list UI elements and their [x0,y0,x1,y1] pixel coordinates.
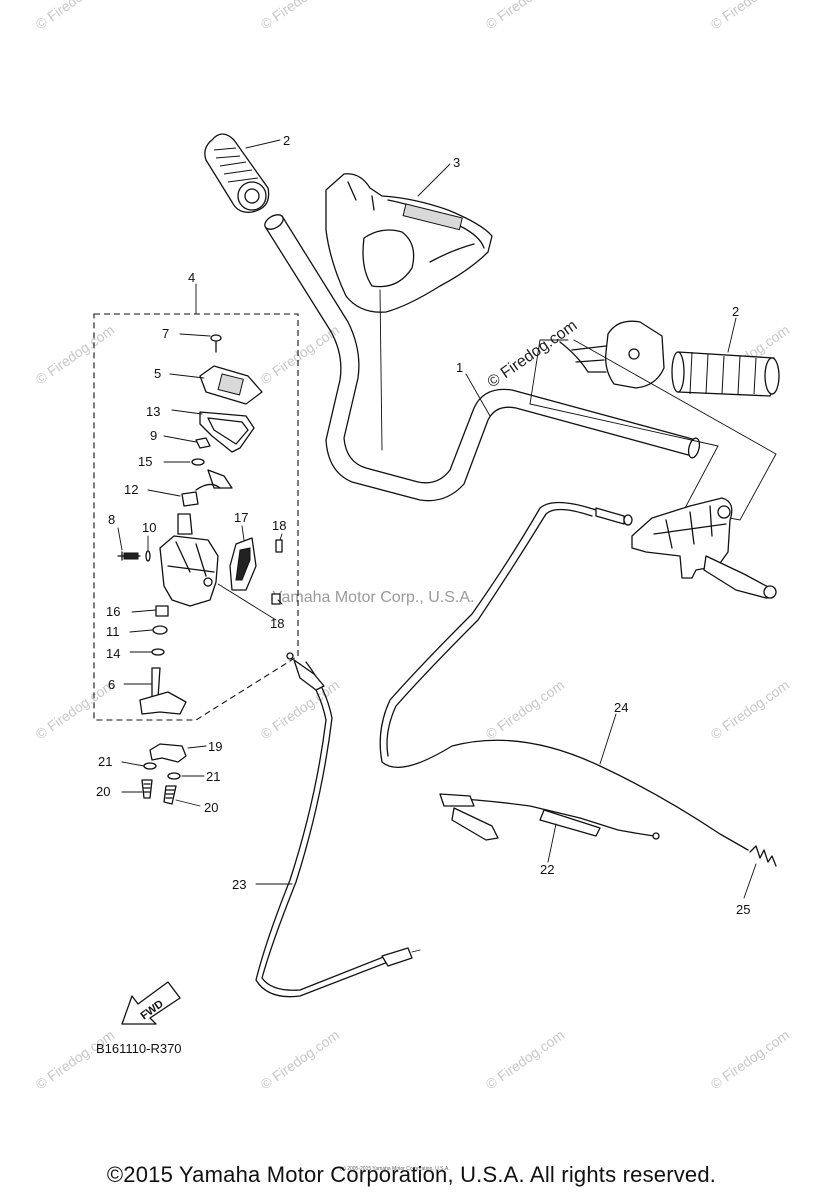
part-screw-7 [210,334,222,353]
part-washer-11 [152,625,168,635]
part-cable-22 [439,793,660,841]
callout-9: 9 [150,428,157,443]
part-washer-15 [191,458,233,489]
callout-13: 13 [146,404,160,419]
callout-6: 6 [108,677,115,692]
callout-4: 4 [188,270,195,285]
part-clamp-19 [149,743,187,763]
callout-15: 15 [138,454,152,469]
watermark: © Firedog.com [708,1027,793,1093]
watermark: © Firedog.com [258,1027,343,1093]
watermark: © Firedog.com [33,322,118,388]
callout-14: 14 [106,646,120,661]
callout-18: 18 [270,616,284,631]
callout-19: 19 [208,739,222,754]
part-bolt-20-left [141,779,153,799]
part-collar-top [177,513,193,535]
callout-20: 20 [204,800,218,815]
callout-7: 7 [162,326,169,341]
watermark: © Firedog.com [258,0,343,32]
part-collar-16 [155,605,169,617]
part-grip-left [204,133,270,213]
callout-labels: 2 3 1 2 4 7 5 13 9 15 12 8 10 17 18 16 1… [96,133,750,917]
part-handlebar-cover [325,173,493,313]
watermark: © Firedog.com [483,0,568,32]
callout-23: 23 [232,877,246,892]
watermark: © Firedog.com [708,677,793,743]
callout-22: 22 [540,862,554,877]
watermark: © Firedog.com [483,677,568,743]
callout-1: 1 [456,360,463,375]
callout-16: 16 [106,604,120,619]
watermark-dark: © Firedog.com [485,317,581,391]
callout-11: 11 [106,624,120,639]
fwd-arrow-icon: FWD [121,981,181,1025]
part-cover-5 [199,365,263,405]
part-cover-17 [229,537,257,591]
copyright-text: ©2015 Yamaha Motor Corporation, U.S.A. A… [106,1162,717,1187]
callout-2: 2 [732,304,739,319]
part-spring-12 [181,483,221,507]
watermark: © Firedog.com [483,1027,568,1093]
part-washer-21-right [167,772,181,780]
part-gasket-13 [199,411,255,453]
watermark: © Firedog.com [33,677,118,743]
fine-print: (c) 2005-2015 Yamaha Motor Corporation, … [340,1166,450,1172]
callout-5: 5 [154,366,161,381]
part-spring [749,845,777,867]
callout-2: 2 [283,133,290,148]
part-grip-right [671,351,780,397]
callout-17: 17 [234,510,248,525]
watermark: © Firedog.com [33,0,118,32]
watermark: © Firedog.com [258,322,343,388]
part-washer-10 [145,550,151,562]
watermark-center: Yamaha Motor Corp., U.S.A. [272,589,474,606]
callout-12: 12 [124,482,138,497]
callout-21: 21 [98,754,112,769]
callout-3: 3 [453,155,460,170]
part-handlebar [264,214,701,502]
callout-8: 8 [108,512,115,527]
part-washer-14 [151,648,165,656]
part-bolt-8 [117,551,141,561]
part-bolt-20-right [163,785,177,805]
callout-10: 10 [142,520,156,535]
part-brake-lever [631,497,777,599]
callout-20: 20 [96,784,110,799]
leader-lines [117,139,757,899]
part-throttle-housing [159,535,219,607]
callout-25: 25 [736,902,750,917]
watermark: © Firedog.com [33,1027,118,1093]
part-cable-24 [379,501,749,851]
part-screw-18 [271,539,283,605]
watermark: © Firedog.com [708,0,793,32]
callout-18: 18 [272,518,286,533]
callout-24: 24 [614,700,628,715]
part-lever-6 [139,667,187,715]
group-box-4 [93,313,299,721]
part-washer-21-left [143,762,157,770]
part-nut-9 [195,437,211,449]
part-cable-23 [255,652,421,998]
reference-box [529,339,777,521]
diagram-code: B161110-R370 [96,1041,182,1056]
callout-21: 21 [206,769,220,784]
